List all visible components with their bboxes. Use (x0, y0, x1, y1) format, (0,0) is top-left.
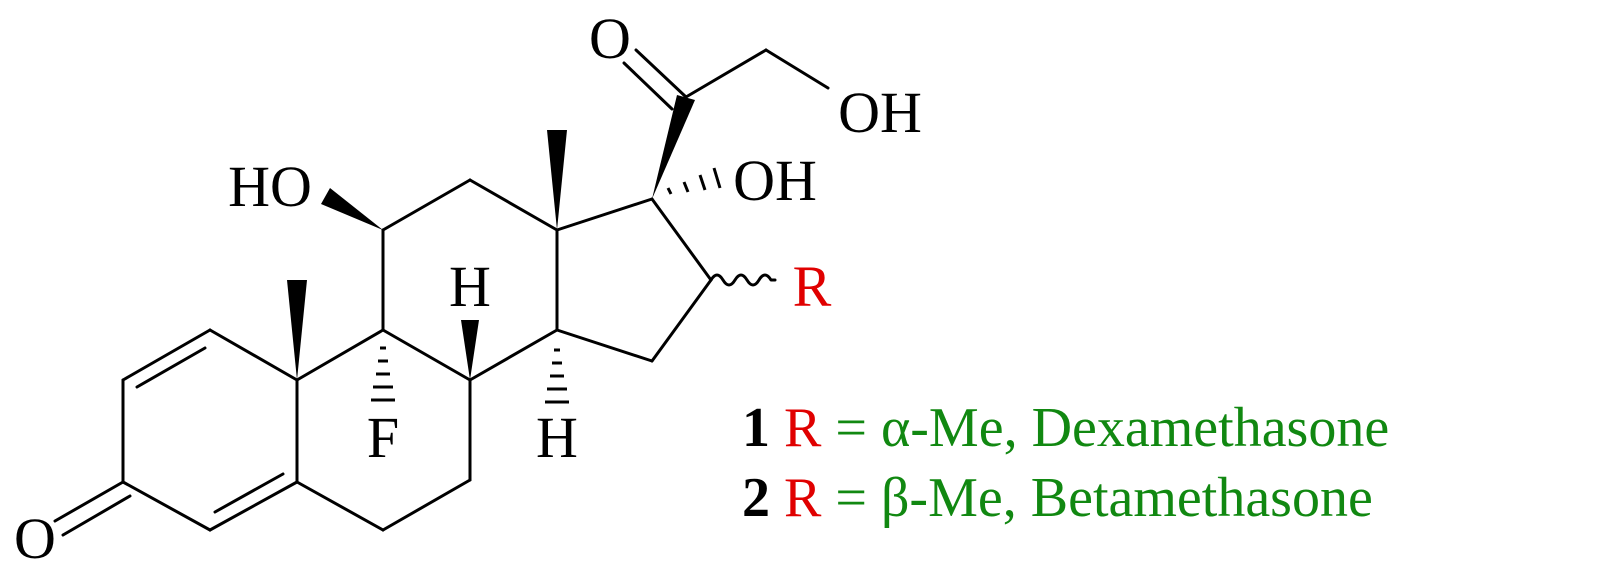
wedge-c8-h (461, 320, 479, 380)
atom-o-ketone: O (14, 506, 56, 571)
bond-c14-c8 (468, 328, 559, 382)
bond-c7-c6 (381, 478, 472, 532)
atom-oh-side: OH (838, 80, 922, 145)
caption-1-r: R (784, 397, 822, 459)
stereo-bonds (287, 95, 777, 404)
bond-c20-o (634, 48, 688, 99)
hash-c9-f (371, 346, 395, 402)
bond-c17-c16 (650, 197, 713, 282)
atom-o-side: O (589, 6, 631, 71)
atom-h-c8: H (449, 254, 491, 319)
wedge-c11-ho (321, 188, 383, 230)
caption-2-r: R (784, 467, 822, 529)
bond-c10-c9 (295, 328, 385, 382)
atom-oh-c17: OH (733, 148, 817, 213)
bond-c10-c1 (208, 328, 299, 382)
bond-c20-o-second (622, 61, 674, 111)
caption-1-text: = α-Me, Dexamethasone (821, 397, 1389, 459)
caption-2-text: = β-Me, Betamethasone (821, 467, 1372, 529)
bond-c21-oh (764, 48, 830, 90)
atom-labels: O O OH OH HO H H F R (14, 6, 922, 571)
bond-c3-o (53, 480, 125, 523)
hash-c14-h (545, 348, 569, 404)
wavy-bond-c16-r (709, 273, 777, 287)
bond-c9-c8 (381, 328, 472, 382)
caption-1-number: 1 (742, 397, 770, 459)
bond-c3-c4 (121, 480, 212, 532)
atom-r-c16: R (793, 254, 832, 319)
bond-c12-c13 (468, 178, 559, 232)
hash-c17-oh (666, 167, 722, 195)
bond-c15-c14 (555, 328, 654, 363)
wedge-c17-c20 (652, 95, 695, 199)
caption-2-number: 2 (742, 467, 770, 529)
bond-c11-c12 (381, 178, 472, 232)
bond-c6-c5 (295, 480, 385, 532)
bond-skeleton (53, 48, 830, 537)
bond-c4-c5-inner (213, 472, 285, 514)
wedge-c13-methyl (547, 130, 567, 230)
bond-c20-c21 (684, 48, 768, 99)
wedge-c10-methyl (287, 280, 307, 380)
atom-f-c9: F (367, 405, 399, 470)
bond-c16-c15 (650, 278, 713, 363)
bond-c1-c2 (121, 328, 212, 382)
bond-c1-c2-inner (135, 346, 207, 389)
bond-c4-c5 (208, 480, 299, 532)
atom-h-c14: H (536, 405, 578, 470)
bond-c13-c17 (555, 197, 654, 232)
atom-ho-c11: HO (228, 154, 312, 219)
bond-c3-o-second (61, 494, 132, 537)
